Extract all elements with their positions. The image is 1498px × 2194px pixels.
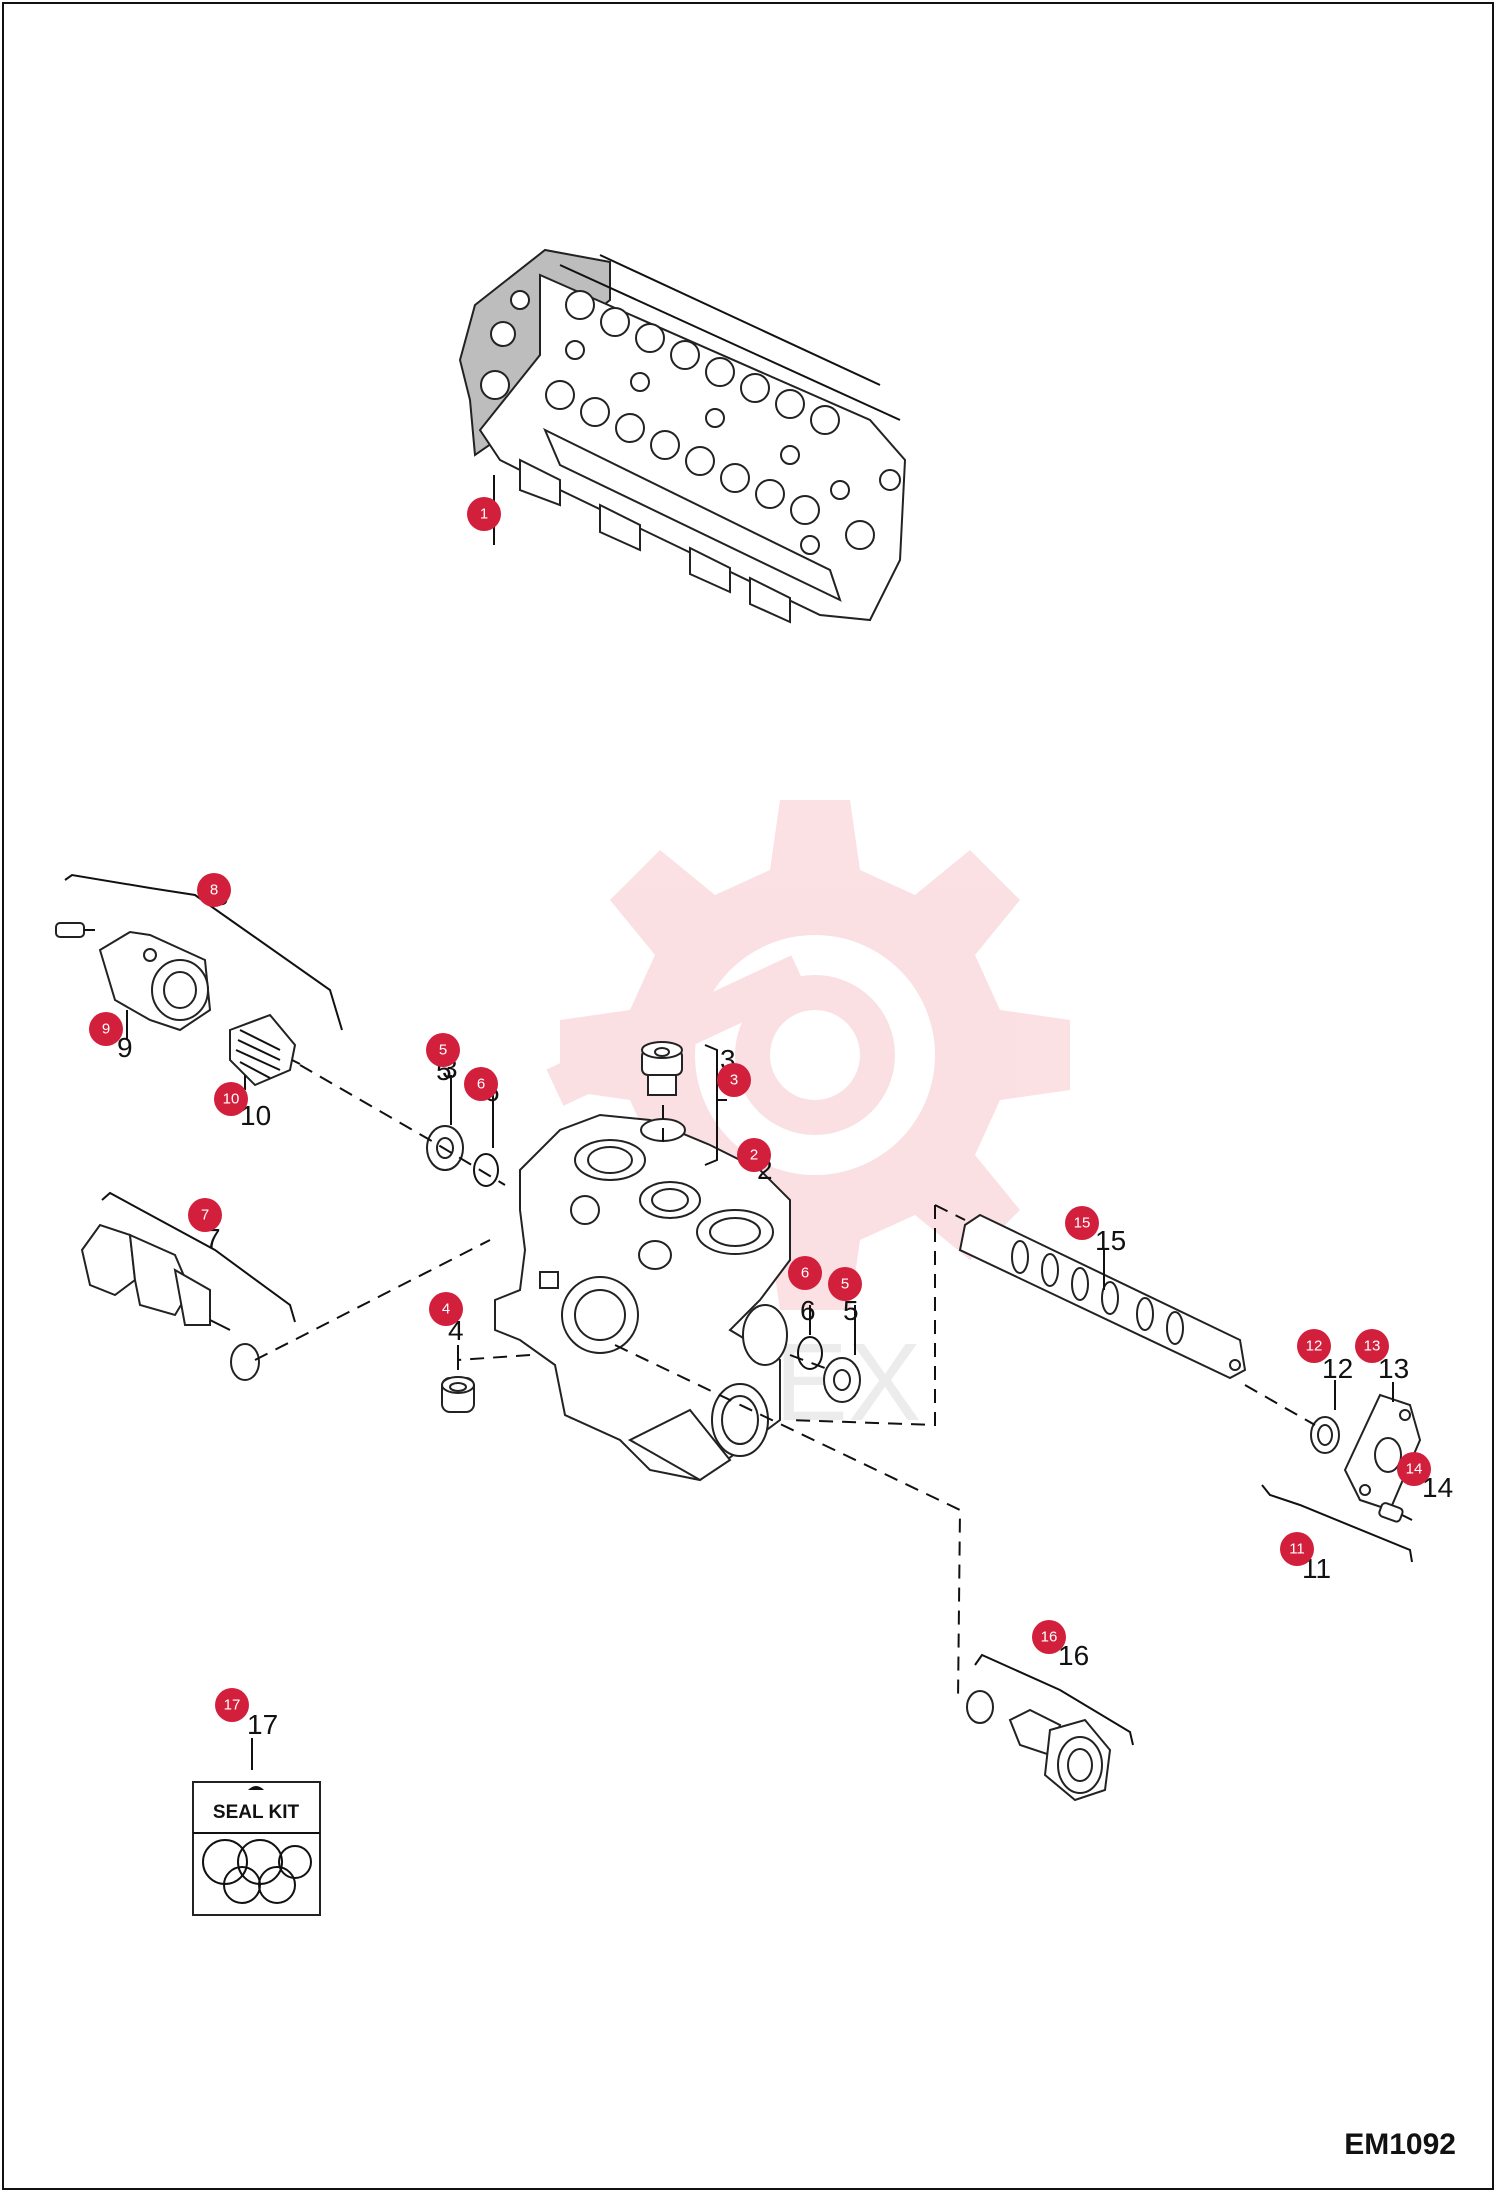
part-spool-cap	[1310, 1416, 1340, 1454]
callout-number: 15	[1074, 1215, 1091, 1232]
callout-number: 5	[439, 1042, 447, 1059]
callout-marker	[215, 1688, 249, 1722]
callout-2[interactable]: 2	[737, 1138, 771, 1172]
callout-marker	[717, 1063, 751, 1097]
callout-number: 1	[480, 506, 488, 523]
part-screw	[1378, 1502, 1413, 1523]
callout-marker	[188, 1198, 222, 1232]
callout-marker	[1297, 1329, 1331, 1363]
callout-marker	[737, 1138, 771, 1172]
part-washer-right	[823, 1357, 861, 1403]
callout-marker	[828, 1267, 862, 1301]
callout-10[interactable]: 10	[214, 1082, 248, 1116]
callout-8[interactable]: 8	[197, 873, 231, 907]
callout-marker	[788, 1256, 822, 1290]
callout-number: 9	[102, 1021, 110, 1038]
callout-marker	[467, 497, 501, 531]
callout-17[interactable]: 17	[215, 1688, 249, 1722]
callout-number: 5	[841, 1276, 849, 1293]
callout-16[interactable]: 16	[1032, 1620, 1066, 1654]
part-spool	[958, 1213, 1247, 1380]
diagram-code: EM1092	[1344, 2128, 1456, 2161]
bracket	[974, 1653, 1134, 1746]
callout-number: 8	[210, 882, 218, 899]
callout-number: 10	[223, 1091, 240, 1108]
part-relief-valve	[80, 1223, 260, 1381]
part-cover-plate	[1343, 1393, 1422, 1512]
callout-marker	[214, 1082, 248, 1116]
callout-12[interactable]: 12	[1297, 1329, 1331, 1363]
callout-13[interactable]: 13	[1355, 1329, 1389, 1363]
assembly-lines	[254, 1064, 1316, 1701]
part-number-label: 15	[1095, 1225, 1126, 1256]
part-check-plug	[441, 1376, 475, 1413]
callout-number: 3	[730, 1072, 738, 1089]
callout-marker	[1397, 1452, 1431, 1486]
part-oring-left	[473, 1153, 499, 1187]
part-spring-cap-assembly	[55, 922, 301, 1087]
callout-number: 7	[201, 1207, 209, 1224]
callout-15[interactable]: 15	[1065, 1206, 1099, 1240]
seal-kit-box	[192, 1781, 321, 1916]
callout-number: 17	[224, 1697, 241, 1714]
part-number-label: 9	[117, 1032, 133, 1063]
callout-number: 14	[1406, 1461, 1423, 1478]
bracket	[704, 1044, 727, 1166]
callout-marker	[426, 1033, 460, 1067]
callout-marker	[1065, 1206, 1099, 1240]
callout-6[interactable]: 6	[788, 1256, 822, 1290]
bracket	[1261, 1484, 1413, 1563]
callout-marker	[1032, 1620, 1066, 1654]
part-number-label: 17	[247, 1709, 278, 1740]
callout-marker	[1355, 1329, 1389, 1363]
part-number-label: 6	[800, 1295, 816, 1326]
callout-marker	[89, 1012, 123, 1046]
bracket	[64, 873, 343, 1031]
callout-7[interactable]: 7	[188, 1198, 222, 1232]
bracket	[101, 1191, 296, 1323]
callout-marker	[464, 1067, 498, 1101]
part-number-label: 12	[1322, 1353, 1353, 1384]
part-valve-assembly	[458, 248, 907, 624]
callout-9[interactable]: 9	[89, 1012, 123, 1046]
callout-number: 12	[1306, 1338, 1323, 1355]
callout-marker	[429, 1292, 463, 1326]
callout-number: 6	[477, 1076, 485, 1093]
callout-11[interactable]: 11	[1280, 1532, 1314, 1566]
callout-5[interactable]: 5	[426, 1033, 460, 1067]
callout-3[interactable]: 3	[717, 1063, 751, 1097]
callout-1[interactable]: 1	[467, 497, 501, 531]
callout-number: 4	[442, 1301, 450, 1318]
callout-number: 2	[750, 1147, 758, 1164]
part-valve-section-body	[494, 1113, 791, 1482]
callout-5[interactable]: 5	[828, 1267, 862, 1301]
callout-marker	[1280, 1532, 1314, 1566]
part-port-fitting	[966, 1690, 1112, 1802]
callout-number: 16	[1041, 1629, 1058, 1646]
callout-marker	[197, 873, 231, 907]
callout-number: 6	[801, 1265, 809, 1282]
part-oring-right	[797, 1336, 823, 1370]
part-number-label: 5	[843, 1295, 859, 1326]
seal-kit-label: SEAL KIT	[213, 1802, 300, 1823]
callout-number: 13	[1364, 1338, 1381, 1355]
callout-14[interactable]: 14	[1397, 1452, 1431, 1486]
callout-number: 11	[1289, 1541, 1305, 1558]
callout-4[interactable]: 4	[429, 1292, 463, 1326]
callout-6[interactable]: 6	[464, 1067, 498, 1101]
